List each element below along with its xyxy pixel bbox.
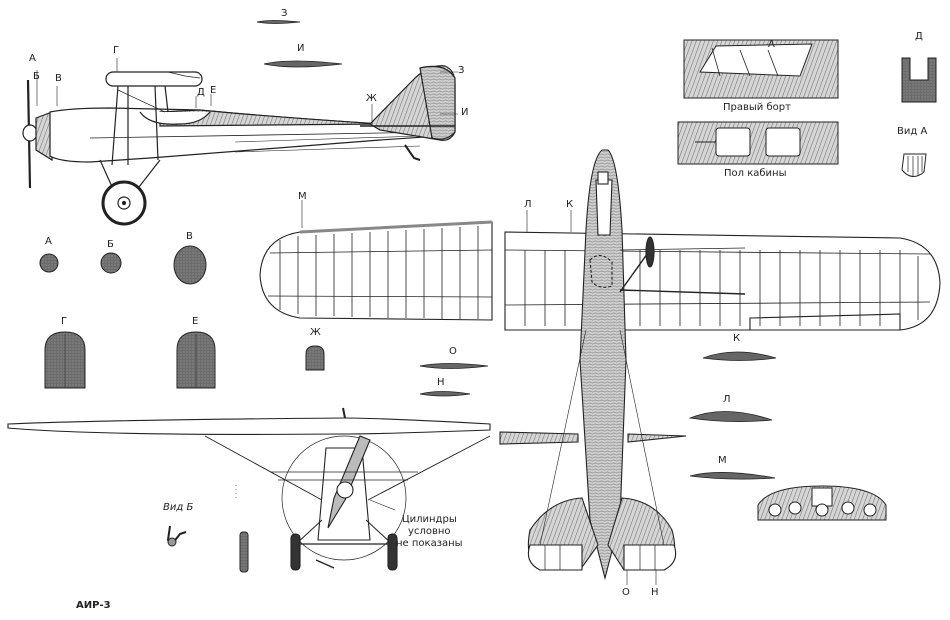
caption-right-side: Правый борт [723,102,791,113]
label-d-side: Д [197,87,205,98]
airfoil-sections-top [256,20,343,68]
label-v-side: В [55,73,62,84]
fuselage-sections [39,245,325,389]
fuselage-top-view [499,149,746,585]
label-a-side: А [29,53,36,64]
label-z-side: З [458,65,465,76]
note-line-1: Цилиндры [401,514,457,525]
label-g-side: Г [113,45,120,56]
view-a [901,153,927,177]
label-m-section: М [718,455,727,466]
label-zh-section: Ж [310,327,321,338]
label-i-side: И [461,107,469,118]
label-b-section: Б [107,239,114,250]
label-k-wing: К [566,199,574,210]
label-a-section: А [45,236,52,247]
label-m-wing: М [298,191,307,202]
drawing-title: АИР-3 [76,600,111,611]
note-line-2: условно [408,526,451,537]
view-b-details [166,525,249,573]
label-e-side: Е [210,85,217,96]
label-k-section: К [733,333,741,344]
cabin-floor [677,121,839,165]
label-o-tail: О [622,587,630,598]
front-view [7,407,491,571]
label-n-section: Н [437,377,445,388]
caption-cabin-floor: Пол кабины [724,168,787,179]
label-d-view: Д [915,31,923,42]
label-z-section: З [281,8,288,19]
label-b-side: Б [33,71,40,82]
label-a-cabin: А [768,39,775,50]
label-g-section: Г [61,316,68,327]
label-l-wing: Л [524,199,532,210]
view-d [901,57,937,103]
label-l-section: Л [723,394,731,405]
note-cylinders: Цилиндры условно не показаны [396,514,463,550]
label-v-section: В [186,231,193,242]
label-i-section: И [297,43,305,54]
cabin-right-side [683,39,839,99]
upper-wing-planform [259,200,493,321]
caption-view-a: Вид А [897,126,928,137]
instrument-panel [757,485,887,521]
note-line-3: не показаны [396,538,463,549]
label-zh-side: Ж [366,93,377,104]
airfoil-sections-right [419,351,777,480]
label-o-section: О [449,346,457,357]
label-e-section: Е [192,316,199,327]
label-n-tail: Н [651,587,659,598]
lower-wing-planform [504,210,941,331]
side-view [22,58,458,226]
caption-view-b: Вид Б [163,502,194,513]
